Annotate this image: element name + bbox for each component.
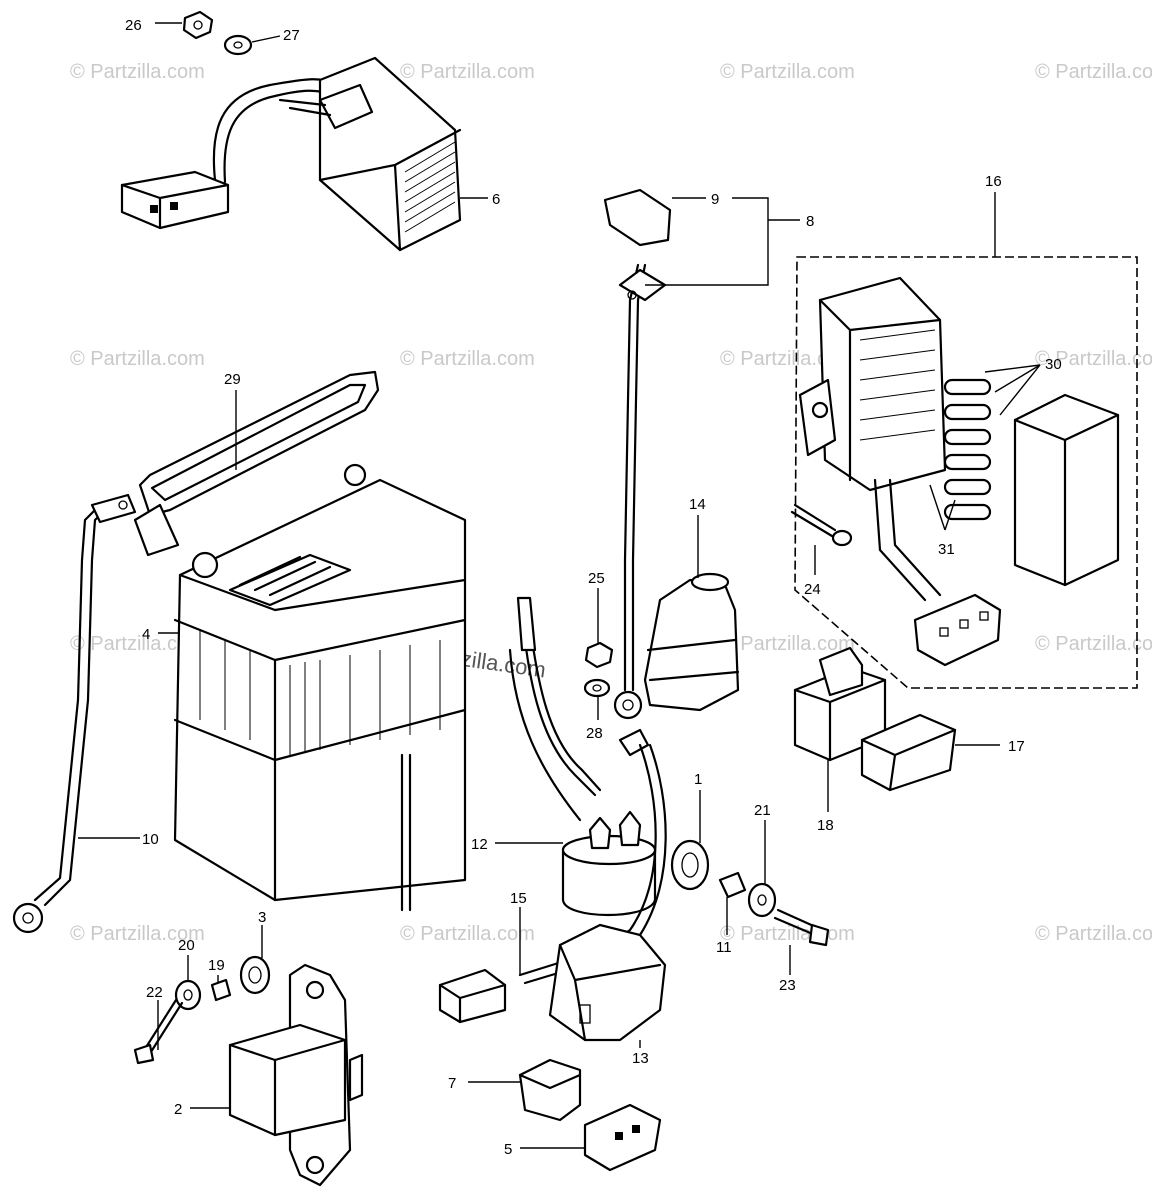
callout-12: 12 <box>471 836 488 853</box>
fuses-part-30 <box>943 378 992 521</box>
callout-4: 4 <box>142 626 150 643</box>
callout-14: 14 <box>689 496 706 513</box>
callout-15: 15 <box>510 890 527 907</box>
watermark-text: © Partzilla.com <box>1035 923 1152 945</box>
regulator-rectifier-part <box>120 56 462 252</box>
watermark-text: © Partzilla.com <box>720 61 855 83</box>
battery-strap-part <box>133 370 380 557</box>
callout-9: 9 <box>711 191 719 208</box>
callout-16: 16 <box>985 173 1002 190</box>
callout-24: 24 <box>804 581 821 598</box>
watermark-text: © Partzilla.com <box>1035 348 1152 370</box>
relay-18-part-17 <box>793 646 957 792</box>
callout-25: 25 <box>588 570 605 587</box>
watermark-text: © Partzilla.com <box>1035 61 1152 83</box>
connector-15-relay-13 <box>438 923 667 1042</box>
watermark-text: © Partzilla.com <box>70 923 205 945</box>
leader-lines <box>78 22 1041 1149</box>
callout-5: 5 <box>504 1141 512 1158</box>
watermark-text: © Partzilla.com <box>720 923 855 945</box>
callout-23: 23 <box>779 977 796 994</box>
callout-31: 31 <box>938 541 955 558</box>
callout-6: 6 <box>492 191 500 208</box>
callout-7: 7 <box>448 1075 456 1092</box>
relay-7-connector-5 <box>518 1058 662 1172</box>
nut-25-washer-28 <box>583 641 614 698</box>
callout-18: 18 <box>817 817 834 834</box>
watermark-text: © Partzilla.com <box>1035 633 1152 655</box>
callout-17: 17 <box>1008 738 1025 755</box>
battery-part <box>173 463 467 912</box>
screw-part-24 <box>790 503 853 547</box>
callout-29: 29 <box>224 371 241 388</box>
callout-13: 13 <box>632 1050 649 1067</box>
callout-11: 11 <box>716 939 732 956</box>
watermarks: © Partzilla.com © Partzilla.com © Partzi… <box>70 61 1152 945</box>
watermark-text: © Partzilla.com <box>70 348 205 370</box>
callout-1: 1 <box>694 771 702 788</box>
callout-19: 19 <box>208 957 225 974</box>
callout-26: 26 <box>125 17 142 34</box>
starter-solenoid-part <box>508 596 667 985</box>
nut-26-and-washer-27 <box>182 10 253 56</box>
fuse-box-part <box>794 256 1138 689</box>
regulator-part-2 <box>133 955 364 1187</box>
watermark-text: © Partzilla.com <box>400 923 535 945</box>
callout-20: 20 <box>178 937 195 954</box>
callout-28: 28 <box>586 725 603 742</box>
watermark-text: © Partzilla.com <box>720 633 855 655</box>
watermark-text: © Partzilla.com <box>70 61 205 83</box>
callout-2: 2 <box>174 1101 182 1118</box>
callout-3: 3 <box>258 909 266 926</box>
callout-22: 22 <box>146 984 163 1001</box>
callout-21: 21 <box>754 802 771 819</box>
watermark-text: © Partzilla.com <box>70 633 205 655</box>
callout-27: 27 <box>283 27 300 44</box>
watermark-text: © Partzilla.com <box>400 61 535 83</box>
callout-8: 8 <box>806 213 814 230</box>
ground-cable-part <box>12 493 137 934</box>
callout-30: 30 <box>1045 356 1062 373</box>
callout-numbers: 26 27 6 9 8 16 29 30 14 31 25 24 4 28 17… <box>125 17 1062 1158</box>
cover-part-14 <box>643 572 740 712</box>
grommet-1-bolt-23 <box>670 839 830 947</box>
watermark-text: © Partzilla.com <box>400 348 535 370</box>
callout-10: 10 <box>142 831 159 848</box>
